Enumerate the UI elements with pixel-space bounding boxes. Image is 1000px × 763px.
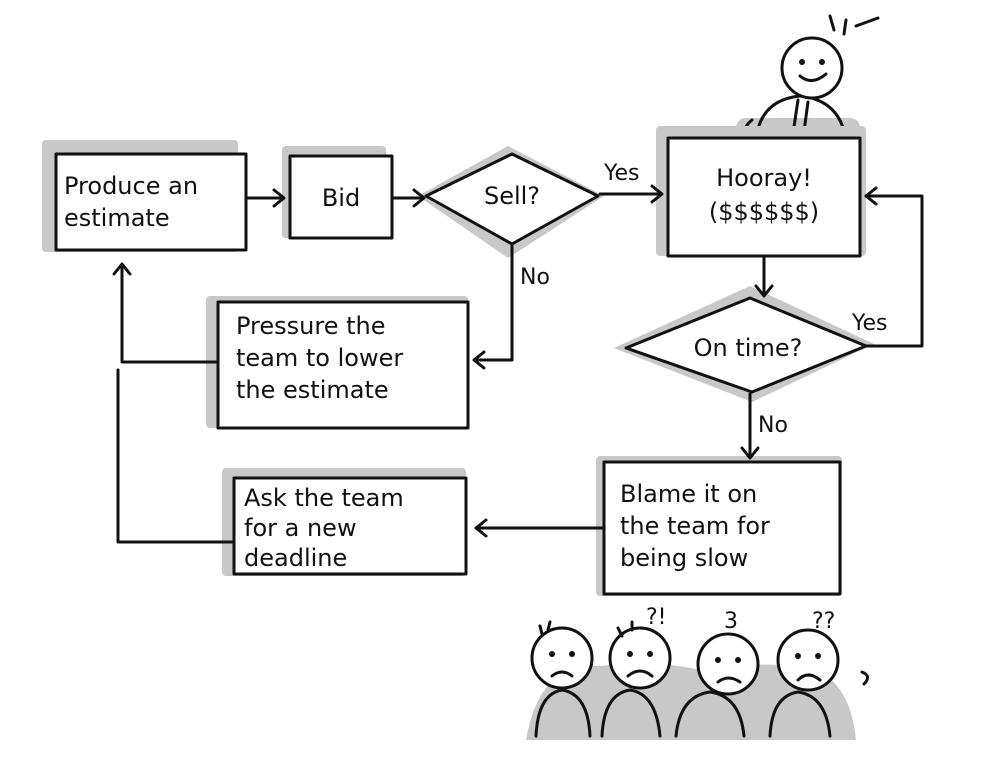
node-blame-line3: being slow [620, 544, 748, 572]
manager-smile [798, 72, 828, 82]
node-pressure-line1: Pressure the [236, 312, 386, 340]
node-produce-estimate: Produce an estimate [42, 140, 248, 252]
sad-team-figures: ?! 3 ?? [526, 605, 869, 740]
edge-produce-to-bid [246, 188, 286, 208]
edge-on-time-no-to-blame: No [740, 392, 788, 460]
node-hooray-line2: ($$$$$$) [709, 198, 819, 226]
edge-hooray-to-on-time [754, 256, 774, 298]
edge-bid-to-sell [392, 188, 426, 208]
edge-sell-yes-to-hooray: Yes [598, 161, 664, 204]
team-member-2: ?! [600, 605, 672, 738]
node-ask-new-deadline: Ask the team for a new deadline [222, 468, 468, 576]
edge-on-time-yes-to-hooray: Yes [851, 186, 924, 348]
manager-excitement-marks [828, 14, 880, 36]
edge-sell-no-to-pressure: No [472, 244, 550, 370]
node-produce-line2: estimate [64, 204, 170, 232]
node-pressure-line3: the estimate [236, 376, 389, 404]
node-ask-line3: deadline [244, 544, 347, 572]
node-blame-line1: Blame it on [620, 480, 757, 508]
node-sell-label: Sell? [484, 182, 540, 210]
edge-label-sell-yes: Yes [603, 161, 640, 186]
edge-label-on-time-yes: Yes [851, 311, 888, 336]
team-marks-2: 3 [724, 609, 738, 634]
edge-pressure-to-produce [112, 262, 218, 364]
edge-blame-to-ask [474, 518, 604, 538]
node-pressure-line2: team to lower [236, 344, 403, 372]
node-produce-line1: Produce an [64, 172, 198, 200]
manager-eye-left [799, 59, 805, 65]
node-hooray: Hooray! ($$$$$$) [656, 126, 866, 258]
team-marks-3: ?? [812, 609, 835, 634]
edge-label-on-time-no: No [758, 413, 788, 438]
node-on-time-decision: On time? [614, 286, 874, 402]
manager-eye-right [819, 59, 825, 65]
node-pressure-team: Pressure the team to lower the estimate [206, 296, 470, 430]
team-marks-1: ?! [646, 605, 667, 630]
team-member-1 [530, 620, 594, 738]
team-member-3: 3 [674, 609, 760, 738]
edge-label-sell-no: No [520, 265, 550, 290]
node-sell-decision: Sell? [418, 146, 604, 258]
edge-ask-to-produce [116, 368, 234, 544]
node-hooray-line1: Hooray! [716, 164, 812, 192]
node-blame-line2: the team for [620, 512, 770, 540]
team-member-4: ?? [768, 609, 869, 738]
node-ask-line1: Ask the team [244, 484, 404, 512]
manager-head [780, 36, 844, 100]
node-bid: Bid [282, 146, 394, 240]
node-blame-team: Blame it on the team for being slow [596, 456, 842, 596]
node-on-time-label: On time? [694, 334, 803, 362]
node-ask-line2: for a new [244, 514, 357, 542]
node-bid-label: Bid [322, 184, 360, 212]
